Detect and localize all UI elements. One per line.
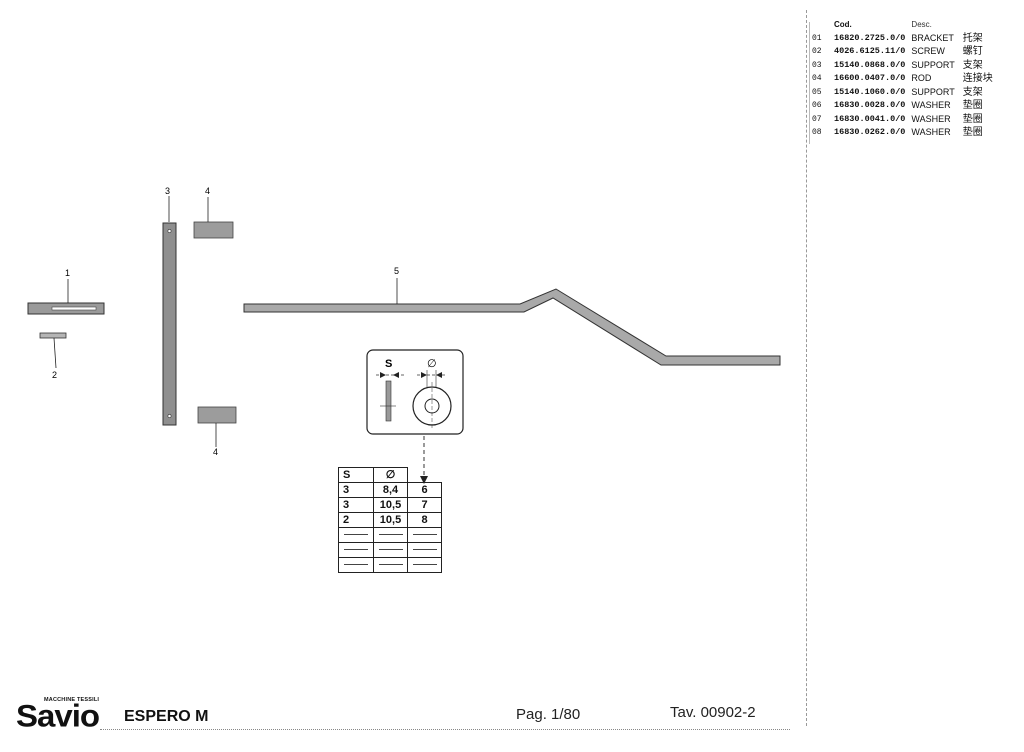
size-dia: 10,5 — [373, 512, 408, 528]
row-desc: BRACKET — [911, 32, 954, 43]
footer-rule — [100, 729, 790, 730]
size-table-row: 3 10,5 7 — [338, 497, 442, 513]
row-code: 15140.1060.0/0 — [834, 86, 906, 97]
size-table-header: S ∅ — [338, 467, 442, 483]
row-desc-cn: 支架 — [962, 59, 983, 71]
table-number: Tav. 00902-2 — [670, 704, 756, 721]
callout-5: 5 — [394, 266, 399, 276]
size-table-empty-row — [338, 557, 442, 573]
part-5-support — [243, 278, 781, 366]
size-s: 3 — [338, 482, 374, 498]
part-3-support — [162, 196, 177, 426]
size-header-dia: ∅ — [373, 467, 408, 483]
washer-s-label: S — [385, 358, 392, 370]
row-code: 16600.0407.0/0 — [834, 73, 906, 83]
size-part: 8 — [407, 512, 442, 528]
parts-list-table: Cod. Desc. 01 16820.2725.0/0 BRACKET 托架 … — [812, 18, 997, 140]
part-1-bracket — [27, 279, 105, 315]
row-desc: SCREW — [911, 46, 945, 56]
size-table-row: 2 10,5 8 — [338, 512, 442, 528]
size-table-empty-row — [338, 542, 442, 558]
row-index: 07 — [812, 114, 822, 124]
part-4-rods — [193, 197, 237, 447]
callout-3: 3 — [165, 186, 170, 196]
row-index: 04 — [812, 74, 822, 83]
size-header-s: S — [338, 467, 374, 483]
size-s: 2 — [338, 512, 374, 528]
page-number: Pag. 1/80 — [516, 706, 581, 723]
parts-row: 03 15140.0868.0/0 SUPPORT 支架 — [812, 59, 997, 73]
row-index: 02 — [812, 47, 822, 56]
washer-detail-box — [366, 349, 464, 484]
parts-row: 01 16820.2725.0/0 BRACKET 托架 — [812, 32, 997, 46]
parts-row: 02 4026.6125.11/0 SCREW 螺钉 — [812, 45, 997, 59]
row-code: 16820.2725.0/0 — [834, 32, 906, 43]
row-index: 06 — [812, 101, 822, 110]
size-table-row: 3 8,4 6 — [338, 482, 442, 498]
row-code: 4026.6125.11/0 — [834, 46, 906, 56]
size-s: 3 — [338, 497, 374, 513]
row-desc: SUPPORT — [911, 86, 955, 97]
parts-row: 07 16830.0041.0/0 WASHER 垫圈 — [812, 113, 997, 127]
page-divider — [806, 10, 807, 726]
parts-list-header: Cod. Desc. — [812, 18, 997, 32]
row-desc: SUPPORT — [911, 59, 955, 70]
row-code: 16830.0041.0/0 — [834, 113, 906, 124]
size-table-empty-row — [338, 527, 442, 543]
row-desc: WASHER — [911, 100, 951, 110]
callout-4-bottom: 4 — [213, 447, 218, 457]
row-code: 16830.0028.0/0 — [834, 100, 906, 110]
parts-row: 05 15140.1060.0/0 SUPPORT 支架 — [812, 86, 997, 100]
row-index: 05 — [812, 87, 822, 97]
size-dia: 8,4 — [373, 482, 408, 498]
part-2-screw — [39, 332, 67, 369]
row-desc-cn: 托架 — [962, 32, 983, 44]
callout-2: 2 — [52, 370, 57, 380]
size-dia: 10,5 — [373, 497, 408, 513]
row-desc: WASHER — [911, 113, 951, 124]
washer-dia-label: ∅ — [427, 357, 437, 370]
row-desc-cn: 连接块 — [962, 73, 993, 84]
header-code: Cod. — [834, 20, 852, 29]
model-name: ESPERO M — [124, 708, 209, 725]
row-index: 03 — [812, 60, 822, 70]
row-desc-cn: 垫圈 — [962, 113, 983, 125]
row-desc-cn: 垫圈 — [962, 127, 983, 138]
parts-row: 08 16830.0262.0/0 WASHER 垫圈 — [812, 126, 997, 140]
list-divider — [809, 22, 810, 144]
parts-row: 04 16600.0407.0/0 ROD 连接块 — [812, 72, 997, 86]
brand-tagline: MACCHINE TESSILI — [44, 697, 100, 703]
parts-row: 06 16830.0028.0/0 WASHER 垫圈 — [812, 99, 997, 113]
row-desc-cn: 螺钉 — [962, 46, 983, 57]
row-desc-cn: 支架 — [962, 86, 983, 98]
row-index: 01 — [812, 33, 822, 43]
header-desc: Desc. — [911, 20, 932, 29]
callout-4-top: 4 — [205, 186, 210, 196]
row-desc-cn: 垫圈 — [962, 100, 983, 111]
row-desc: WASHER — [911, 127, 951, 137]
row-index: 08 — [812, 128, 822, 137]
row-desc: ROD — [911, 73, 932, 83]
callout-1: 1 — [65, 268, 70, 278]
size-part: 7 — [407, 497, 442, 513]
row-code: 16830.0262.0/0 — [834, 127, 906, 137]
row-code: 15140.0868.0/0 — [834, 59, 906, 70]
brand-logo: Savio — [16, 697, 100, 734]
size-part: 6 — [407, 482, 442, 498]
washer-size-table: S ∅ 3 8,4 6 3 10,5 7 2 10,5 8 — [338, 467, 442, 573]
